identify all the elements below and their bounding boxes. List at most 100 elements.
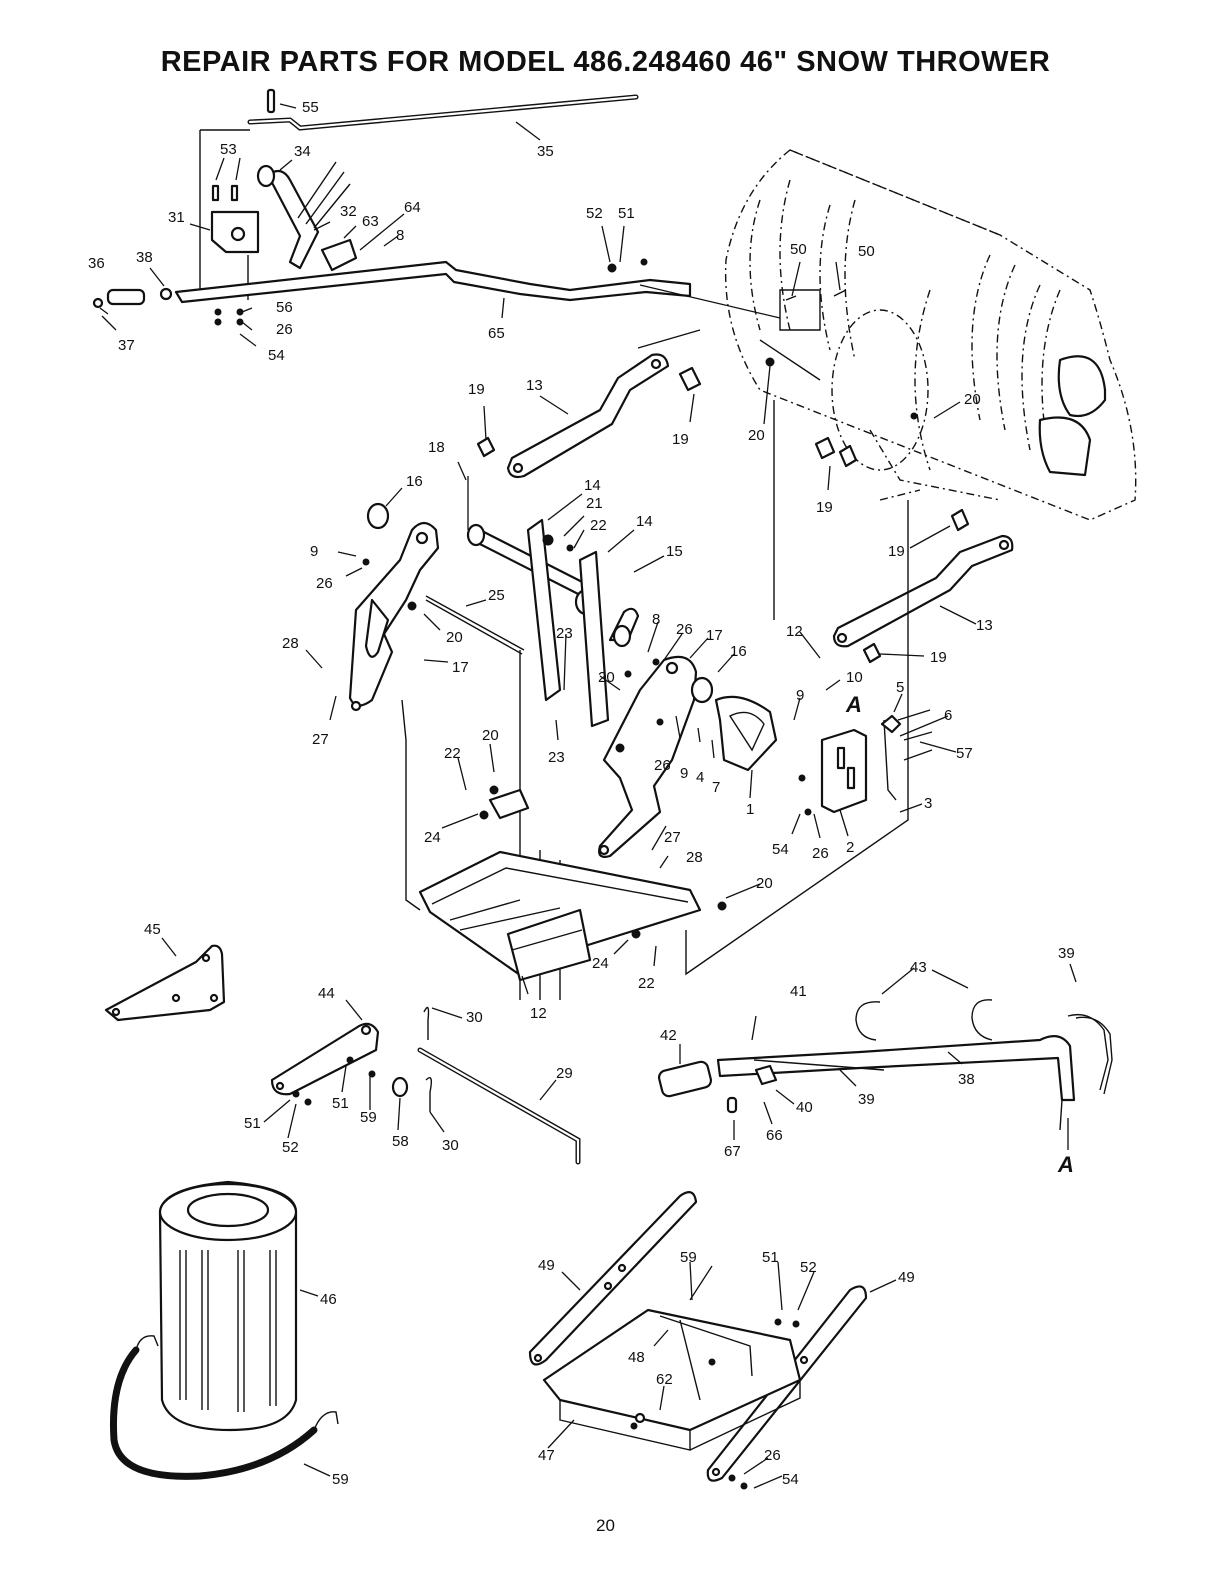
callout-7: 7 xyxy=(712,779,720,796)
callout-39b: 39 xyxy=(858,1091,875,1108)
callout-10: 10 xyxy=(846,669,863,686)
lower-frame xyxy=(418,788,702,982)
callout-26c: 26 xyxy=(676,621,693,638)
callout-28b: 28 xyxy=(686,849,703,866)
callout-51: 51 xyxy=(618,205,635,222)
support-bar-left xyxy=(528,1191,698,1366)
callout-5: 5 xyxy=(896,679,904,696)
callout-51b: 51 xyxy=(244,1115,261,1132)
callout-9: 9 xyxy=(310,543,318,560)
callout-31: 31 xyxy=(168,209,185,226)
callout-26e: 26 xyxy=(812,845,829,862)
callout-20: 20 xyxy=(748,427,765,444)
callout-20d: 20 xyxy=(598,669,615,686)
callout-24b: 24 xyxy=(592,955,609,972)
callout-16b: 16 xyxy=(730,643,747,660)
callout-12: 12 xyxy=(530,1005,547,1022)
callout-22c: 22 xyxy=(638,975,655,992)
storage-canister xyxy=(158,1180,298,1432)
callout-64: 64 xyxy=(404,199,421,216)
callout-49: 49 xyxy=(538,1257,555,1274)
callout-18: 18 xyxy=(428,439,445,456)
callout-9c: 9 xyxy=(796,687,804,704)
frame-plate-left xyxy=(348,521,440,911)
callout-17: 17 xyxy=(452,659,469,676)
callout-49b: 49 xyxy=(898,1269,915,1286)
handle-assembly xyxy=(657,1013,1113,1131)
callout-1: 1 xyxy=(746,801,754,818)
callout-9b: 9 xyxy=(680,765,688,782)
callout-33: 34 xyxy=(294,143,311,160)
callout-50b: 50 xyxy=(858,243,875,260)
bushing xyxy=(366,502,714,704)
callout-16: 16 xyxy=(406,473,423,490)
callout-67: 67 xyxy=(724,1143,741,1160)
callout-54b: 54 xyxy=(772,841,789,858)
callout-26f: 26 xyxy=(764,1447,781,1464)
callout-labels: 55 35 53 34 31 32 63 64 8 36 38 37 56 26… xyxy=(88,99,1075,1488)
shift-lever-assembly xyxy=(210,161,358,272)
callout-17b: 17 xyxy=(706,627,723,644)
callout-24: 24 xyxy=(424,829,441,846)
callout-54: 54 xyxy=(268,347,285,364)
callout-22: 22 xyxy=(590,517,607,534)
callout-34: 35 xyxy=(537,143,554,160)
callout-30: 30 xyxy=(466,1009,483,1026)
callout-19e: 19 xyxy=(930,649,947,666)
callout-leaders xyxy=(99,103,1077,1489)
shift-rod xyxy=(247,88,639,131)
auger-housing-outline xyxy=(724,149,1137,521)
callout-52: 52 xyxy=(586,205,603,222)
callout-26d: 26 xyxy=(654,757,671,774)
callout-57: 57 xyxy=(956,745,973,762)
callout-13b: 13 xyxy=(976,617,993,634)
callout-55: 55 xyxy=(302,99,319,116)
callout-20c: 20 xyxy=(446,629,463,646)
callout-48: 48 xyxy=(628,1349,645,1366)
callout-27b: 27 xyxy=(664,829,681,846)
callout-15: 15 xyxy=(666,543,683,560)
callout-40: 40 xyxy=(796,1099,813,1116)
page-number: 20 xyxy=(596,1516,615,1535)
callout-22b: 22 xyxy=(444,745,461,762)
callout-38: 38 xyxy=(958,1071,975,1088)
detail-marker-a-handle: A xyxy=(1057,1152,1074,1177)
callout-14: 14 xyxy=(584,477,601,494)
callout-51d: 51 xyxy=(762,1249,779,1266)
callout-36: 37 xyxy=(118,337,135,354)
callout-62: 62 xyxy=(656,1371,673,1388)
callout-26: 26 xyxy=(276,321,293,338)
callout-66: 66 xyxy=(766,1127,783,1144)
panel-outlines xyxy=(637,329,909,976)
callout-29: 29 xyxy=(556,1065,573,1082)
callout-39: 39 xyxy=(1058,945,1075,962)
page-title: REPAIR PARTS FOR MODEL 486.248460 46" SN… xyxy=(160,46,1051,78)
callout-61: 59 xyxy=(332,1471,349,1488)
callout-20e: 20 xyxy=(482,727,499,744)
callout-3: 3 xyxy=(924,795,932,812)
callout-11: 12 xyxy=(786,623,803,640)
bungee-cord xyxy=(110,1335,339,1480)
pivot-bracket xyxy=(714,695,778,772)
callout-37: 38 xyxy=(136,249,153,266)
callout-45: 45 xyxy=(144,921,161,938)
callout-20b: 20 xyxy=(964,391,981,408)
callout-19b: 19 xyxy=(672,431,689,448)
callout-25: 25 xyxy=(488,587,505,604)
callout-6: 6 xyxy=(944,707,952,724)
callout-63: 63 xyxy=(362,213,379,230)
callout-65: 65 xyxy=(488,325,505,342)
frame-plate-right xyxy=(598,655,698,858)
callout-30b: 30 xyxy=(442,1137,459,1154)
callout-54c: 54 xyxy=(782,1471,799,1488)
support-tray xyxy=(542,1308,802,1451)
bracket-45 xyxy=(104,944,226,1022)
callout-43: 43 xyxy=(910,959,927,976)
callout-19: 19 xyxy=(468,381,485,398)
link-and-rod xyxy=(270,1006,581,1165)
hooks xyxy=(855,999,993,1041)
callout-14b: 14 xyxy=(636,513,653,530)
callout-13: 13 xyxy=(526,377,543,394)
